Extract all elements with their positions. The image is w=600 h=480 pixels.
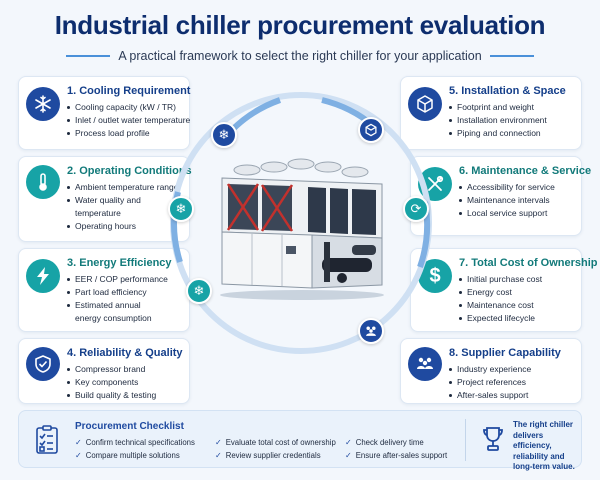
card-title: 6. Maintenance & Service	[459, 165, 592, 177]
clipboard-checklist-icon	[33, 425, 61, 460]
list-item: Expected lifecycle	[459, 312, 542, 325]
card-list: Initial purchase cost Energy cost Mainte…	[459, 273, 542, 325]
divider-left	[66, 55, 111, 57]
ring-node-snowflake-icon: ❄	[211, 122, 237, 148]
list-item: Installation environment	[449, 114, 547, 127]
handshake-icon	[408, 347, 442, 381]
thermometer-icon	[26, 165, 60, 199]
checklist-title: Procurement Checklist	[75, 421, 184, 432]
ring-node-box-icon	[358, 117, 384, 143]
list-item: Compressor brand	[67, 363, 156, 376]
card-list: EER / COP performance Part load efficien…	[67, 273, 168, 325]
check-icon: ✓	[75, 451, 82, 460]
card-supplier-capability: 8. Supplier Capability Industry experien…	[400, 338, 582, 404]
card-reliability-quality: 4. Reliability & Quality Compressor bran…	[18, 338, 190, 404]
list-item: Industry experience	[449, 363, 531, 376]
check-icon: ✓	[215, 451, 222, 460]
card-list: Accessibility for service Maintenance in…	[459, 181, 555, 220]
trophy-icon	[481, 425, 505, 458]
card-list: Compressor brand Key components Build qu…	[67, 363, 156, 402]
list-item: Cooling capacity (kW / TR)	[67, 101, 190, 114]
snowflake-icon	[26, 87, 60, 121]
list-item: Footprint and weight	[449, 101, 547, 114]
page-subtitle: A practical framework to select the righ…	[118, 49, 482, 63]
check-icon: ✓	[345, 438, 352, 447]
ring-node-snowflake-icon: ❄	[186, 278, 212, 304]
list-item: Ambient temperature range	[67, 181, 178, 194]
card-energy-efficiency: 3. Energy Efficiency EER / COP performan…	[18, 248, 190, 332]
lightning-icon	[26, 259, 60, 293]
divider-right	[489, 55, 534, 57]
list-item: Local service support	[459, 207, 555, 220]
shield-check-icon	[26, 347, 60, 381]
list-item: Build quality & testing	[67, 389, 156, 402]
card-title: 4. Reliability & Quality	[67, 347, 183, 359]
checklist-item: ✓Ensure after-sales support	[345, 451, 448, 460]
card-list: Industry experience Project references A…	[449, 363, 531, 402]
list-item-continued: energy consumption	[75, 313, 152, 323]
check-icon: ✓	[215, 438, 222, 447]
chiller-unit-image	[220, 158, 384, 300]
box-icon	[408, 87, 442, 121]
checklist-item: ✓Review supplier credentials	[215, 451, 321, 460]
check-icon: ✓	[345, 451, 352, 460]
list-item: Operating hours	[67, 220, 178, 233]
card-title: 5. Installation & Space	[449, 85, 566, 97]
card-title: 8. Supplier Capability	[449, 347, 561, 359]
list-item: Piping and connection	[449, 127, 547, 140]
checklist-item: ✓Evaluate total cost of ownership	[215, 438, 336, 447]
card-title: 2. Operating Conditions	[67, 165, 192, 177]
list-item: Process load profile	[67, 127, 190, 140]
card-list: Ambient temperature range Water quality …	[67, 181, 178, 233]
list-item: EER / COP performance	[67, 273, 168, 286]
card-title: 3. Energy Efficiency	[67, 257, 172, 269]
checklist-quote: The right chiller delivers efficiency, r…	[513, 420, 575, 471]
check-icon: ✓	[75, 438, 82, 447]
checklist-item: ✓Check delivery time	[345, 438, 424, 447]
list-item: Estimated annual	[67, 299, 168, 312]
card-list: Footprint and weight Installation enviro…	[449, 101, 547, 140]
page-title: Industrial chiller procurement evaluatio…	[54, 10, 546, 40]
list-item: Water quality and	[67, 194, 178, 207]
card-cooling-requirement: 1. Cooling Requirement Cooling capacity …	[18, 76, 190, 150]
ring-node-snowflake-icon: ❄	[168, 196, 194, 222]
card-operating-conditions: 2. Operating Conditions Ambient temperat…	[18, 156, 192, 242]
list-item: Key components	[67, 376, 156, 389]
checklist-divider	[465, 419, 466, 461]
card-list: Cooling capacity (kW / TR) Inlet / outle…	[67, 101, 190, 140]
card-total-cost-ownership: $ 7. Total Cost of Ownership Initial pur…	[410, 248, 598, 332]
ring-node-people-icon	[358, 318, 384, 344]
list-item: Project references	[449, 376, 531, 389]
list-item: Part load efficiency	[67, 286, 168, 299]
ring-node-refresh-icon: ⟳	[403, 196, 429, 222]
list-item: Energy cost	[459, 286, 542, 299]
list-item: Accessibility for service	[459, 181, 555, 194]
list-item-continued: temperature	[75, 208, 121, 218]
card-installation-space: 5. Installation & Space Footprint and we…	[400, 76, 582, 150]
card-title: 7. Total Cost of Ownership	[459, 257, 598, 269]
card-maintenance-service: 6. Maintenance & Service Accessibility f…	[410, 156, 591, 236]
list-item: Initial purchase cost	[459, 273, 542, 286]
list-item: Maintenance cost	[459, 299, 542, 312]
procurement-checklist-panel: Procurement Checklist ✓Confirm technical…	[18, 410, 582, 471]
card-title: 1. Cooling Requirement	[67, 85, 191, 97]
subtitle-row: A practical framework to select the righ…	[0, 49, 600, 63]
list-item: Inlet / outlet water temperature	[67, 114, 190, 127]
list-item: Maintenance intervals	[459, 194, 555, 207]
list-item: After-sales support	[449, 389, 531, 402]
checklist-item: ✓Compare multiple solutions	[75, 451, 180, 460]
checklist-item: ✓Confirm technical specifications	[75, 438, 195, 447]
